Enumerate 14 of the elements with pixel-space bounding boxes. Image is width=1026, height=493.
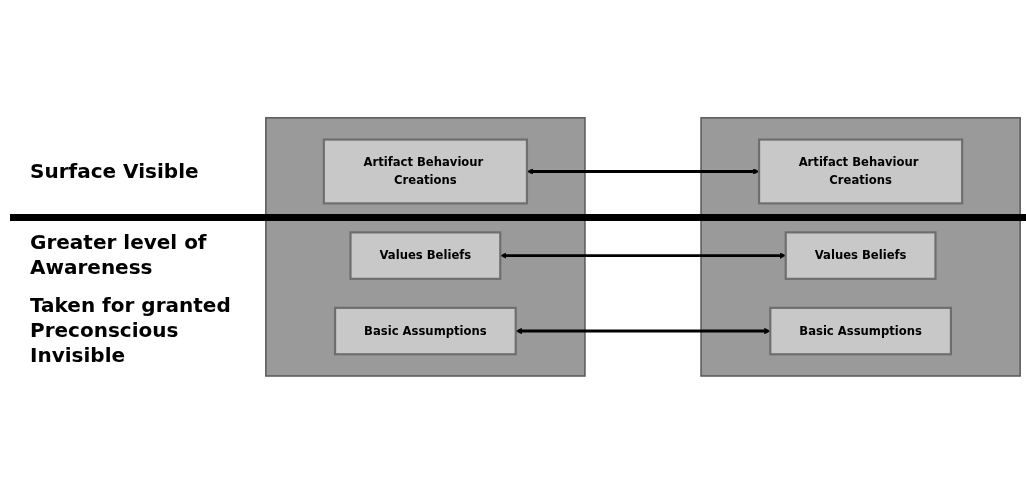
node-box: Artifact Behaviour Creations — [322, 138, 529, 205]
arrow — [526, 167, 760, 175]
arrow — [515, 327, 771, 334]
node-box: Values Beliefs — [349, 230, 502, 280]
arrow — [500, 252, 786, 259]
cluster — [265, 116, 586, 377]
level-label: Surface Visible — [30, 158, 200, 184]
cluster — [700, 116, 1021, 377]
node-box: Basic Assumptions — [769, 306, 952, 355]
node-box: Basic Assumptions — [334, 306, 517, 355]
node-box: Artifact Behaviour Creations — [757, 138, 964, 205]
node-box: Values Beliefs — [784, 230, 937, 280]
level-label: Greater level of Awareness — [30, 230, 208, 281]
level-label: Taken for granted Preconscious Invisible — [30, 293, 232, 369]
